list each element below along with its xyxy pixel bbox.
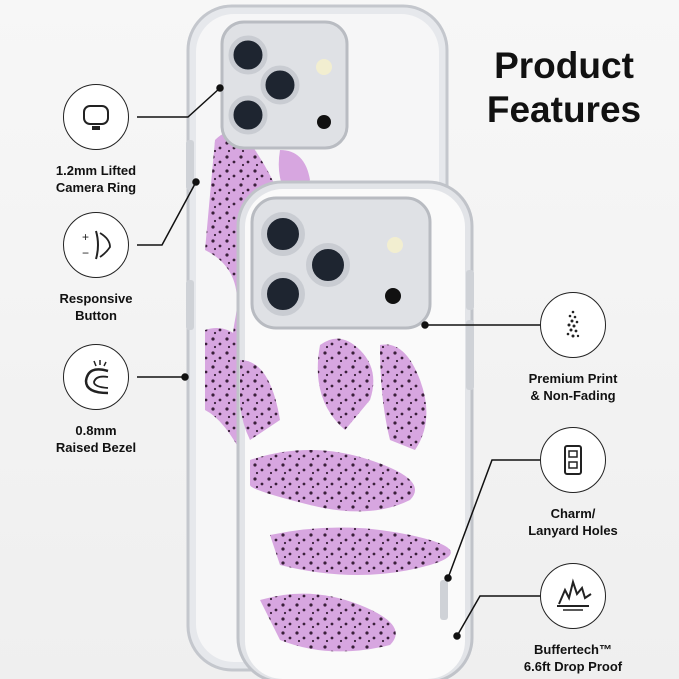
feature-print-label: Premium Print & Non-Fading <box>528 371 618 403</box>
svg-text:+: + <box>82 230 89 244</box>
title-line-1: Product <box>494 45 634 86</box>
raised-bezel-icon <box>63 344 129 410</box>
lanyard-hole-icon <box>540 427 606 493</box>
front-phone-case <box>236 180 474 679</box>
feature-holes: Charm/ Lanyard Holes <box>513 427 633 539</box>
button-press-icon: + − <box>63 212 129 278</box>
feature-camera-ring: 1.2mm Lifted Camera Ring <box>46 84 146 196</box>
feature-camera-ring-label: 1.2mm Lifted Camera Ring <box>55 163 137 195</box>
feature-drop: Buffertech™ 6.6ft Drop Proof <box>513 563 633 675</box>
title-line-2: Features <box>486 89 642 130</box>
feature-holes-label: Charm/ Lanyard Holes <box>528 506 618 538</box>
svg-text:−: − <box>82 246 89 260</box>
impact-icon <box>540 563 606 629</box>
feature-button: + − Responsive Button <box>46 212 146 324</box>
page-title: Product Features <box>454 44 674 132</box>
feature-bezel-label: 0.8mm Raised Bezel <box>55 423 137 455</box>
print-dots-icon <box>540 292 606 358</box>
feature-print: Premium Print & Non-Fading <box>513 292 633 404</box>
camera-ring-icon <box>63 84 129 150</box>
feature-bezel: 0.8mm Raised Bezel <box>46 344 146 456</box>
feature-drop-label: Buffertech™ 6.6ft Drop Proof <box>523 642 623 674</box>
feature-button-label: Responsive Button <box>59 291 133 323</box>
